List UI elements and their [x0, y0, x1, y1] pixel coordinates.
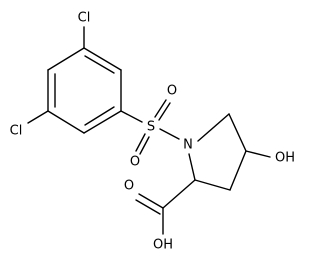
chemical-structure: Cl Cl S O O N OH O OH	[9, 10, 296, 253]
bond-sulfur-oxygen-top	[154, 99, 167, 118]
atom-label-cl-top: Cl	[78, 11, 91, 26]
bond-ring-sulfur	[120, 110, 143, 123]
bond-sulfur-oxygen-bottom	[139, 136, 150, 155]
bond-ring-hydroxyl	[245, 150, 271, 158]
ring-bond	[83, 47, 122, 71]
bond-sulfur-oxygen-top	[158, 102, 171, 121]
ring-double-bond	[84, 55, 115, 74]
atom-label-sulfur: S	[147, 120, 155, 135]
ring-double-bond	[84, 106, 115, 126]
atom-label-carboxyl-hydroxyl: OH	[153, 238, 173, 253]
pyrrolidine-ring	[188, 113, 247, 191]
bond-carboxyl-double-oxygen	[138, 193, 164, 209]
atom-label-carboxyl-oxygen: O	[124, 179, 134, 194]
atom-label-oxygen-bottom: O	[130, 155, 140, 170]
ring-bond	[194, 179, 231, 191]
molecule-drawing: Cl Cl S O O N OH O OH	[10, 11, 295, 253]
atom-label-oxygen-top: O	[167, 84, 177, 99]
bond-sulfur-oxygen-bottom	[135, 133, 146, 152]
ring-bond	[47, 110, 85, 134]
bond-ring-carboxyl-carbon	[162, 179, 196, 209]
atom-label-hydroxyl: OH	[275, 151, 295, 166]
bond-ring-cl-left	[27, 110, 49, 124]
atom-label-cl-left: Cl	[10, 124, 23, 139]
atom-label-nitrogen: N	[183, 138, 193, 153]
ring-bond	[47, 47, 85, 71]
ring-bond	[197, 113, 230, 142]
bond-sulfur-nitrogen	[159, 128, 180, 140]
benzene-ring	[47, 47, 122, 134]
ring-bond	[83, 110, 122, 134]
ring-bond	[228, 113, 247, 152]
ring-bond	[188, 153, 196, 181]
ring-bond	[229, 150, 247, 191]
bond-carboxyl-double-oxygen	[135, 199, 161, 215]
